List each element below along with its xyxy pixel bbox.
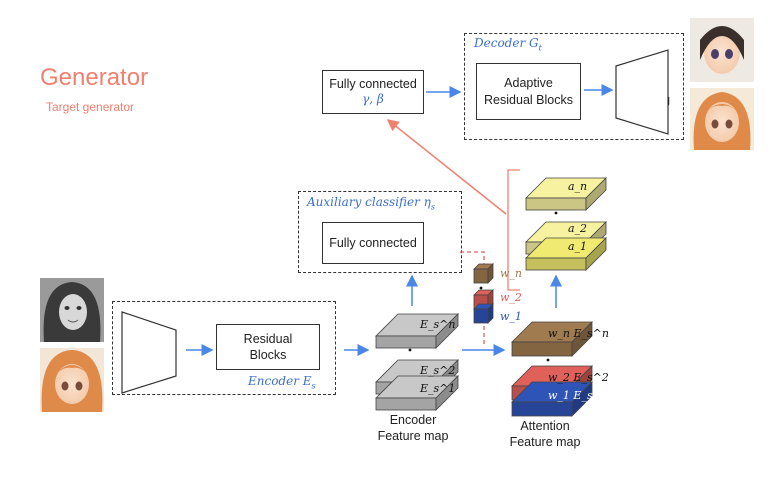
adaptive-line1: Adaptive (504, 76, 553, 91)
weight-cube-1 (473, 303, 494, 324)
attention-slab-1-label: a_1 (568, 240, 587, 253)
attention-slab-1 (525, 237, 607, 271)
encoder-slab-n (375, 313, 459, 349)
upsampling-label: Up-sampling (620, 77, 671, 108)
aux-classifier-label: Auxiliary classifier ηs (307, 195, 435, 212)
attention-slab-2 (525, 221, 607, 255)
encoder-slab-n-label: E_s^n (419, 318, 455, 331)
encoder-slab-2 (375, 359, 459, 395)
attention-ellipsis-dot (554, 211, 558, 215)
target-anime-image-icon (690, 18, 754, 82)
weight-cube-2 (473, 289, 494, 310)
fully-connected-gamma-beta: Fully connected γ, β (322, 70, 424, 114)
residual-line2: Blocks (249, 348, 287, 362)
page-title: Generator (40, 64, 149, 91)
source-grayscale-photo-icon (40, 278, 104, 342)
encoder-label: Encoder Es (248, 374, 316, 391)
weighted-slab-2 (511, 365, 593, 401)
residual-blocks: Residual Blocks (216, 324, 320, 370)
attention-slab-2-label: a_2 (568, 222, 587, 235)
weighted-slab-2-label: w_2 E_s^2 (548, 371, 609, 384)
weight-ellipsis-dot (479, 286, 483, 290)
decoder-label: Decoder Gt (474, 36, 542, 53)
weighted-ellipsis-dot (546, 358, 550, 362)
attention-bracket (507, 169, 520, 291)
auxiliary-classifier-group (298, 191, 462, 273)
weighted-slab-n-label: w_n E_s^n (548, 327, 609, 340)
weight-1-label: w_1 (500, 310, 522, 323)
weighted-slab-n (511, 321, 593, 357)
page-subtitle: Target generator (46, 100, 135, 114)
adaptive-line2: Residual Blocks (484, 92, 573, 107)
encoder-slab-2-label: E_s^2 (419, 364, 455, 377)
source-anime-image-icon (40, 348, 104, 412)
attention-slab-n-label: a_n (568, 180, 587, 193)
adaptive-residual-blocks: Adaptive Residual Blocks (476, 63, 581, 120)
encoder-slab-1 (375, 375, 459, 411)
downsampling-label: Down-sampling (125, 333, 177, 364)
weight-n-label: w_n (500, 267, 522, 280)
residual-line1: Residual (243, 331, 293, 346)
target-orange-hair-image-icon (690, 88, 754, 150)
aux-to-weights-connector (460, 251, 485, 268)
weight-2-label: w_2 (500, 291, 522, 304)
fc-top-label: Fully connected (329, 77, 417, 92)
weighted-slab-1 (511, 381, 593, 417)
fc-top-params: γ, β (362, 92, 384, 107)
encoder-group (112, 301, 336, 395)
weight-cube-n (473, 263, 494, 284)
attention-slab-n (525, 177, 607, 211)
encoder-slab-1-label: E_s^1 (419, 382, 455, 395)
weighted-slab-1-label: w_1 E_s^1 (548, 389, 609, 402)
fully-connected-aux: Fully connected (322, 222, 424, 264)
decoder-group (464, 33, 684, 140)
encoder-ellipsis-dot (408, 348, 412, 352)
